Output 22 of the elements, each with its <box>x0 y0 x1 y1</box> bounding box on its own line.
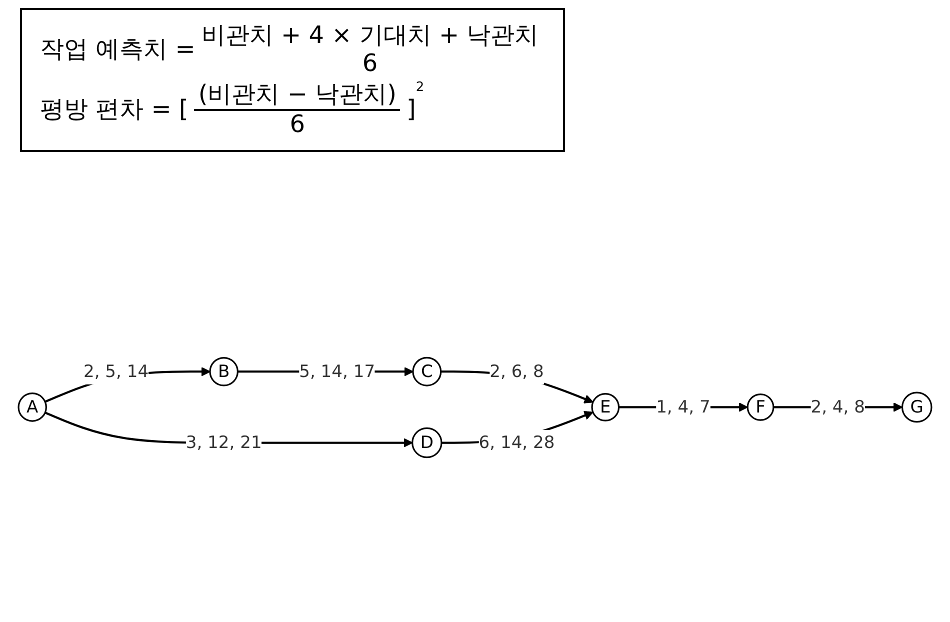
edge-label: 1, 4, 7 <box>656 396 710 417</box>
node-circle: B <box>209 356 238 386</box>
edge-label: 2, 5, 14 <box>83 360 149 382</box>
bracket-text: ] <box>406 96 416 124</box>
numerator-text: (비관치 − 낙관치) <box>194 81 400 111</box>
edge-label: 2, 6, 8 <box>490 360 544 382</box>
node-circle: G <box>901 392 932 423</box>
formula-text: 작업 예측치 = <box>40 36 196 64</box>
denominator-text: 6 <box>290 110 306 138</box>
edge-label: 3, 12, 21 <box>186 432 262 452</box>
denominator-text: 6 <box>362 50 378 78</box>
node-circle: C <box>412 356 442 386</box>
node-circle: A <box>18 392 47 422</box>
node-circle: D <box>412 427 442 458</box>
edge-label: 2, 4, 8 <box>810 396 865 417</box>
node-circle: E <box>591 393 620 422</box>
formula-text: 평방 편차 = [ <box>40 96 188 124</box>
numerator-text: 비관치 + 4 × 기대치 + 낙관치 <box>201 22 539 50</box>
edge-label: 5, 14, 17 <box>299 360 376 382</box>
exponent-text: 2 <box>416 81 424 96</box>
node-circle: F <box>746 394 774 421</box>
edge-label: 6, 14, 28 <box>478 432 555 452</box>
